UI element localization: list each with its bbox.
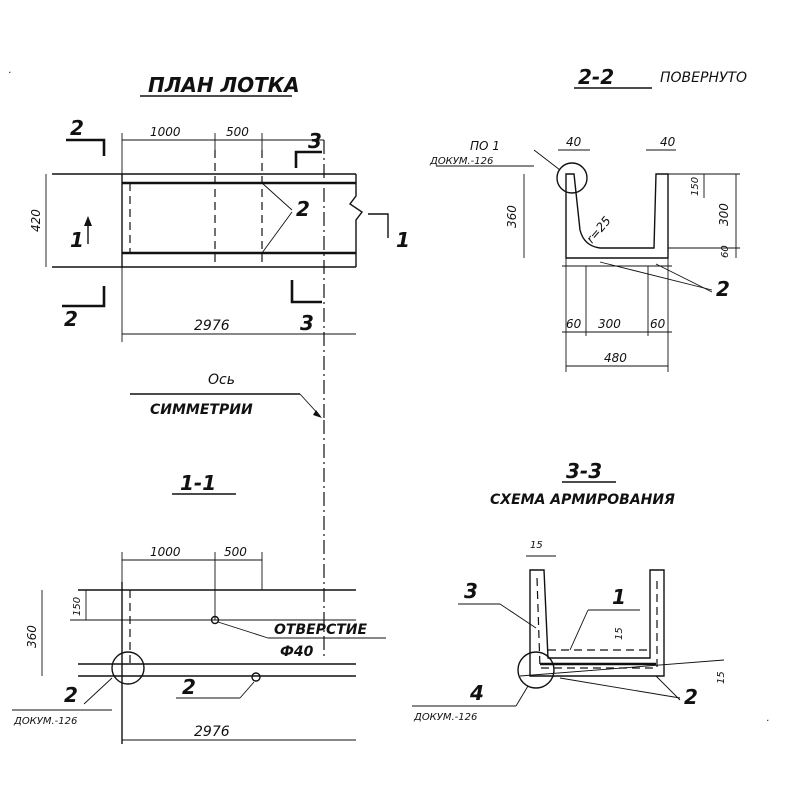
plan-cut-3-bottom-mark <box>290 280 322 304</box>
section-2-2: 2-2 ПОВЕРНУТО ПО 1 ДОКУМ.-126 40 40 360 … <box>429 65 747 372</box>
s11-hole-dia: Ф40 <box>280 644 314 660</box>
s22-ref-leader <box>533 149 561 171</box>
s22-dim-480: 480 <box>604 351 627 365</box>
plan-cut-1-left: 1 <box>70 228 84 252</box>
s33-title: 3-3 <box>566 459 602 483</box>
s33-subtitle: СХЕМА АРМИРОВАНИЯ <box>490 492 675 508</box>
plan-cut-2-top-mark <box>66 138 106 156</box>
plan-dim-2976: 2976 <box>194 318 230 334</box>
plan-dim-500: 500 <box>226 125 249 139</box>
s33-callout-3-leader <box>499 603 537 629</box>
s22-ref-pos: ПО 1 <box>470 139 500 153</box>
plan-cut-2-top: 2 <box>70 116 84 140</box>
plan-title: ПЛАН ЛОТКА <box>148 73 300 97</box>
s33-dim-15-mid: 15 <box>614 627 625 640</box>
s33-dim-15-right: 15 <box>716 671 727 684</box>
s11-hole <box>210 615 220 625</box>
plan-leader <box>261 182 293 211</box>
plan-callout-2: 2 <box>296 197 310 221</box>
s22-subtitle: ПОВЕРНУТО <box>660 70 747 86</box>
s11-dim-500: 500 <box>224 545 247 559</box>
symmetry-axis-label: Ось СИММЕТРИИ <box>130 372 325 660</box>
axis-label-line2: СИММЕТРИИ <box>150 402 253 418</box>
s11-hole-label: ОТВЕРСТИЕ <box>274 622 367 638</box>
plan-cut-2-bottom-mark <box>62 286 106 308</box>
plan-dim-420: 420 <box>29 209 43 232</box>
plan-cut-1-right-arrow <box>368 213 389 238</box>
plan-break-line <box>348 174 364 267</box>
s22-radius: r=25 <box>584 214 614 246</box>
plan-cut-3-bottom: 3 <box>300 311 314 335</box>
s33-leader <box>655 675 681 701</box>
s33-base-line <box>519 659 725 677</box>
s11-callout-2-left: 2 <box>64 683 78 707</box>
section-1-1: 1-1 1000 500 360 150 ОТВЕРСТИЕ Ф40 2 ДОК… <box>12 471 386 744</box>
s22-dim-150: 150 <box>690 177 701 196</box>
s11-detail-circle <box>111 651 145 685</box>
s11-detail-leader <box>83 677 113 705</box>
s33-ref-leader <box>515 685 529 707</box>
s11-dim-150: 150 <box>72 597 83 616</box>
s11-ref-doc: ДОКУМ.-126 <box>13 716 77 727</box>
s22-leader <box>599 261 713 291</box>
s11-dim-2976: 2976 <box>194 724 230 740</box>
plan-view: ПЛАН ЛОТКА 1000 500 420 2976 2 2 <box>29 73 410 420</box>
s22-dim-40-right: 40 <box>660 135 676 149</box>
s22-title: 2-2 <box>578 65 614 89</box>
s33-ref-doc: ДОКУМ.-126 <box>413 712 477 723</box>
s22-dim-bottom-60-left: 60 <box>566 317 582 331</box>
s33-rebar-outer <box>536 577 658 669</box>
s22-dim-60: 60 <box>720 245 731 258</box>
s33-dim-15-top: 15 <box>530 540 543 551</box>
s33-u-profile <box>529 569 665 677</box>
s22-dim-300: 300 <box>717 203 731 226</box>
s11-title: 1-1 <box>180 471 216 495</box>
s11-callout-2-leader <box>239 681 255 699</box>
s11-hole-leader <box>217 621 269 639</box>
s33-callout-2: 2 <box>684 685 698 709</box>
s22-dim-360: 360 <box>505 205 519 228</box>
s22-callout-2: 2 <box>716 277 730 301</box>
axis-label-line1: Ось <box>208 372 235 388</box>
s11-bottom-hole <box>251 672 261 682</box>
plan-cut-1-right: 1 <box>396 228 410 252</box>
s11-dim-1000: 1000 <box>150 545 181 559</box>
s22-detail-circle <box>556 162 588 194</box>
s33-leader <box>559 677 681 699</box>
s33-callout-4: 4 <box>469 681 484 705</box>
s22-u-profile <box>565 173 669 259</box>
s22-leader <box>655 263 713 293</box>
plan-cut-2-bottom: 2 <box>64 307 78 331</box>
s22-dim-40-left: 40 <box>566 135 582 149</box>
stray-mark: · <box>8 68 11 79</box>
section-3-3: 3-3 СХЕМА АРМИРОВАНИЯ 15 3 1 15 15 4 ДОК… <box>412 459 727 723</box>
plan-cut-3-top-mark <box>294 150 322 168</box>
plan-cut-3-top: 3 <box>308 129 322 153</box>
plan-dim-1000: 1000 <box>150 125 181 139</box>
stray-mark: · <box>766 716 769 727</box>
plan-leader <box>261 211 293 254</box>
s33-callout-3: 3 <box>464 579 478 603</box>
s33-detail-circle <box>517 651 555 689</box>
axis-label-arrowhead <box>313 410 322 418</box>
s33-callout-1: 1 <box>612 585 626 609</box>
s33-callout-1-leader <box>569 609 589 651</box>
s22-ref-doc: ДОКУМ.-126 <box>429 156 493 167</box>
s22-dim-bottom-300: 300 <box>598 317 621 331</box>
s11-callout-2-right: 2 <box>182 675 196 699</box>
plan-cut-1-left-arrowhead <box>84 216 92 226</box>
s11-dim-360: 360 <box>25 625 39 648</box>
s22-dim-bottom-60-right: 60 <box>650 317 666 331</box>
